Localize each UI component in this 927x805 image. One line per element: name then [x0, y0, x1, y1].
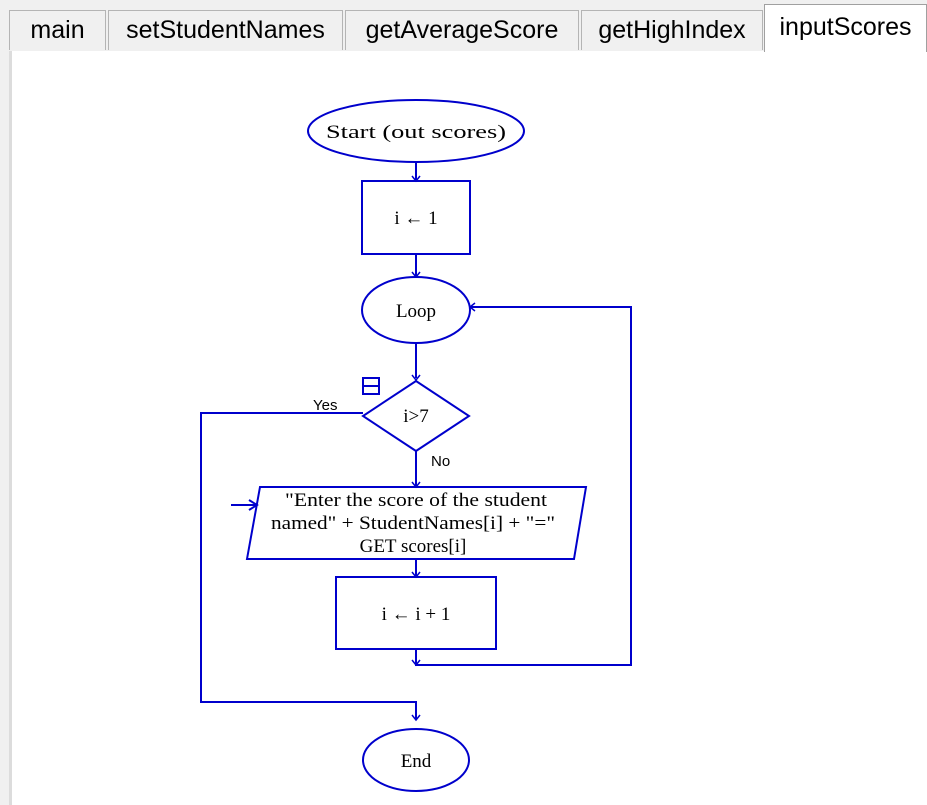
tab-input-scores[interactable]: inputScores	[764, 4, 927, 52]
tab-get-high-index[interactable]: getHighIndex	[581, 10, 763, 50]
arrowhead	[411, 271, 421, 279]
tab-set-student-names[interactable]: setStudentNames	[108, 10, 343, 50]
tab-main[interactable]: main	[9, 10, 106, 50]
flowchart-diagram: Start (out scores) i ← 1 Loop i>7 Yes No…	[200, 99, 632, 792]
io-label-line-1: "Enter the score of the student	[285, 490, 548, 511]
start-label: Start (out scores)	[326, 122, 506, 143]
arrowhead	[468, 302, 476, 312]
loop-label: Loop	[396, 301, 436, 322]
arrowhead	[411, 571, 421, 579]
yes-branch-line	[200, 412, 417, 720]
arrowhead	[411, 714, 421, 722]
io-label-line-3: GET scores[i]	[360, 536, 467, 557]
init-label: i ← 1	[394, 208, 437, 229]
loop-back-line	[415, 306, 632, 666]
yes-label: Yes	[313, 397, 337, 414]
tab-bar: main setStudentNames getAverageScore get…	[0, 0, 927, 52]
tab-get-average-score[interactable]: getAverageScore	[345, 10, 579, 50]
increment-label: i ← i + 1	[382, 604, 451, 625]
arrowhead	[411, 175, 421, 183]
flowchart-canvas: Start (out scores) i ← 1 Loop i>7 Yes No…	[9, 51, 927, 805]
end-label: End	[401, 751, 432, 772]
input-output-node[interactable]	[245, 486, 588, 560]
left-margin	[0, 51, 9, 805]
io-label-line-2: named" + StudentNames[i] + "="	[271, 513, 555, 534]
end-node[interactable]	[362, 728, 470, 792]
arrowhead	[411, 481, 421, 489]
condition-label: i>7	[403, 406, 429, 427]
arrowhead	[411, 659, 421, 667]
arrowhead	[411, 374, 421, 382]
entry-arrowhead	[248, 499, 259, 511]
no-label: No	[431, 453, 450, 470]
